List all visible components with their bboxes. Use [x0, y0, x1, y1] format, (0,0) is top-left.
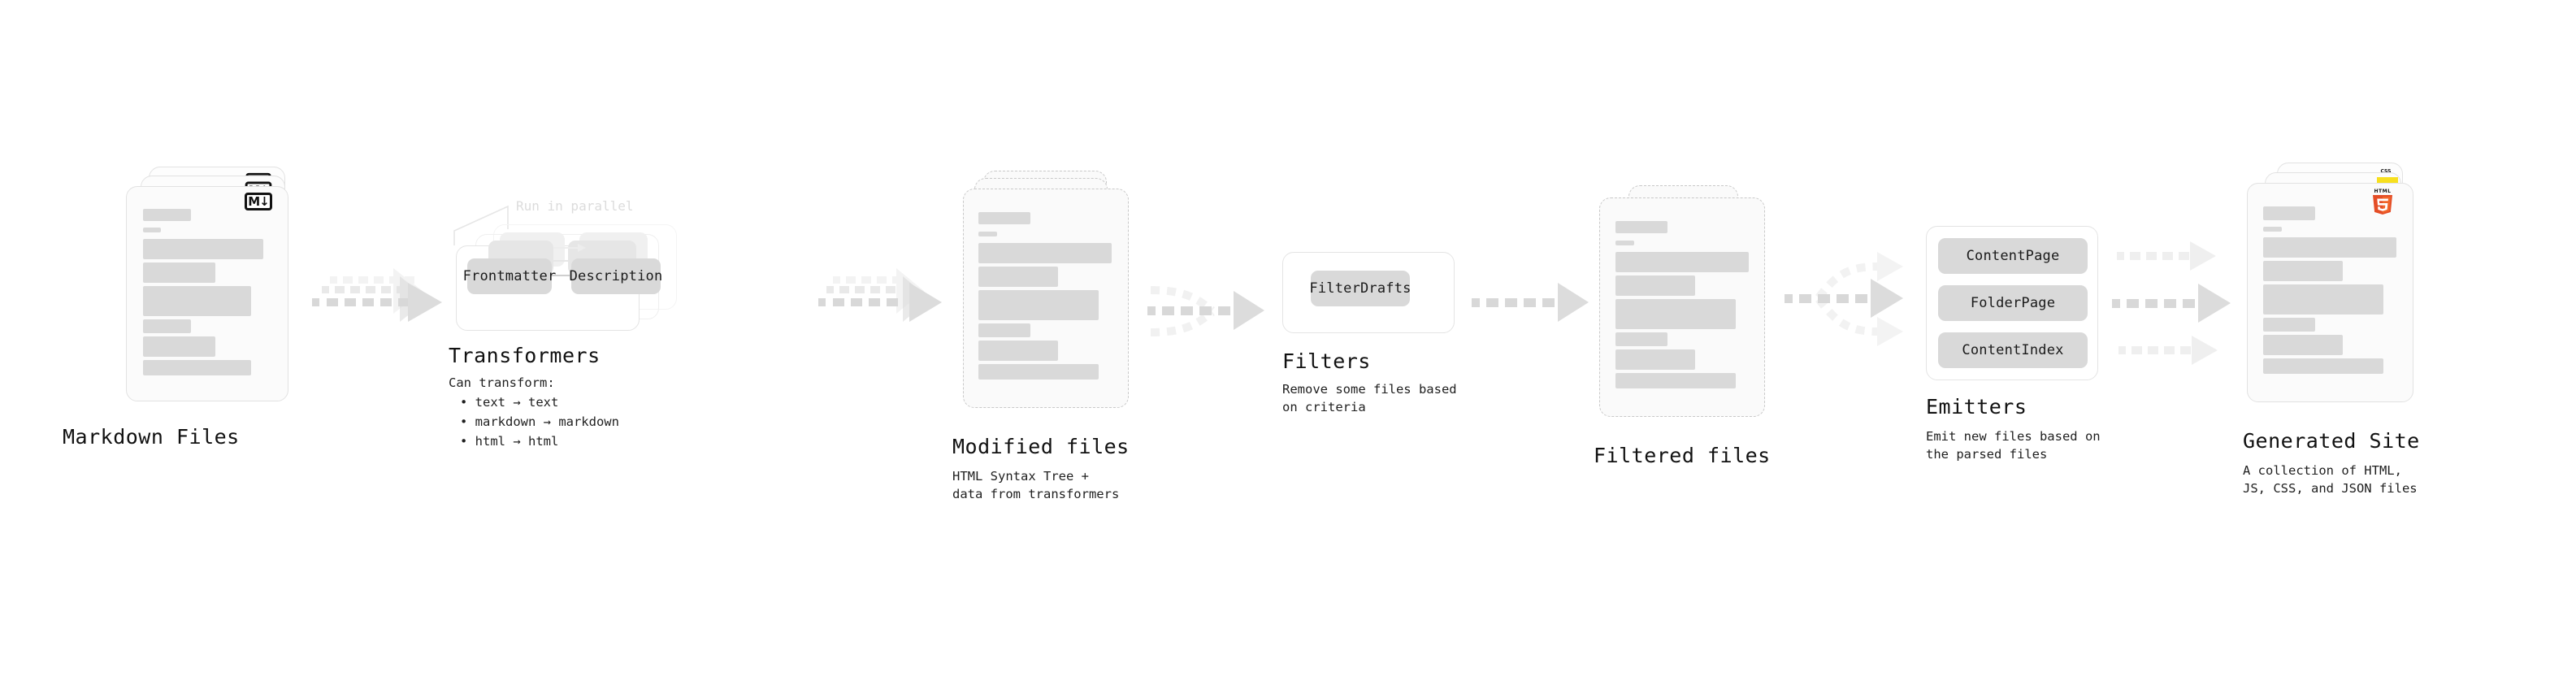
stage-generated-site: CSS HTML Generated Site A collection [2243, 163, 2442, 496]
stage-title-modified-files: Modified files [952, 435, 1130, 458]
doc-bar-line-5 [143, 336, 215, 357]
connector-emitters-to-site [2109, 226, 2263, 380]
doc-bar-title [143, 209, 191, 221]
stage-title-filters: Filters [1282, 349, 1371, 373]
chip-label: ContentPage [1966, 248, 2060, 264]
document-card-front [1599, 197, 1765, 417]
doc-bar-line-4 [978, 323, 1030, 337]
markdown-badge-front: M↓ [245, 193, 272, 210]
generated-site-stack: CSS HTML [2247, 163, 2442, 414]
doc-bar-line-1 [978, 243, 1112, 263]
stage-title-filtered-files: Filtered files [1594, 444, 1771, 467]
stage-filtered-files: Filtered files [1594, 185, 1786, 467]
doc-bar-title [978, 212, 1030, 224]
chip-description[interactable]: Description [569, 258, 663, 294]
chip-label: ContentIndex [1962, 342, 2064, 358]
connector-filtered-to-emitters [1780, 234, 1926, 372]
doc-bar-line-5 [2263, 335, 2343, 355]
filtered-file-stack [1599, 185, 1786, 429]
doc-bar-line-2 [1615, 275, 1695, 296]
doc-bar-line-4 [2263, 318, 2315, 332]
modified-file-stack [963, 171, 1150, 423]
doc-bar-line-6 [2263, 358, 2383, 374]
doc-bar-title [2263, 206, 2315, 220]
run-in-parallel-label: Run in parallel [516, 198, 634, 214]
connector-modified-to-filters [1136, 264, 1282, 370]
svg-text:HTML: HTML [2374, 189, 2392, 194]
doc-bar-line-6 [143, 360, 251, 375]
doc-bar-line-2 [143, 262, 215, 283]
doc-bar-line-6 [1615, 373, 1736, 388]
doc-bar-sub [978, 232, 997, 236]
emitters-group: ContentPage FolderPage ContentIndex [1926, 226, 2098, 380]
doc-bar-line-4 [1615, 332, 1667, 346]
chip-label: Frontmatter [462, 268, 557, 284]
filters-group: FilterDrafts [1282, 252, 1455, 333]
doc-bar-line-5 [978, 340, 1058, 361]
transformers-subtitle: Can transform: [449, 375, 555, 390]
connector-markdown-to-transformers [307, 268, 470, 358]
doc-bar-line-2 [2263, 261, 2343, 281]
modified-files-subtitle: HTML Syntax Tree + data from transformer… [952, 469, 1120, 502]
run-in-parallel-bracket [453, 205, 509, 245]
doc-bar-line-4 [143, 319, 191, 333]
transformers-bullet-2: • markdown → markdown [460, 414, 619, 429]
stage-markdown-files: M↓ M↓ M↓ Markdown Files [63, 167, 313, 449]
emitters-subtitle: Emit new files based on the parsed files [1926, 429, 2101, 462]
doc-bar-title [1615, 221, 1667, 233]
connector-transformers-to-modified [815, 268, 969, 358]
chip-filterdrafts[interactable]: FilterDrafts [1309, 271, 1412, 306]
doc-bar-line-1 [2263, 237, 2396, 258]
stage-title-transformers: Transformers [449, 344, 601, 367]
stage-title-generated-site: Generated Site [2243, 429, 2420, 453]
chip-frontmatter[interactable]: Frontmatter [463, 258, 556, 294]
doc-bar-sub [1615, 241, 1634, 245]
stage-title-emitters: Emitters [1926, 395, 2027, 419]
chip-label: Description [569, 268, 663, 284]
doc-bar-line-2 [978, 267, 1058, 287]
markdown-file-stack: M↓ M↓ M↓ [126, 167, 313, 410]
html5-badge: HTML [2370, 187, 2395, 215]
stage-modified-files: Modified files HTML Syntax Tree + data f… [952, 171, 1150, 501]
chip-contentindex[interactable]: ContentIndex [1938, 332, 2088, 368]
stage-title-markdown-files: Markdown Files [63, 425, 240, 449]
transformers-bullet-3: • html → html [460, 434, 559, 449]
markdown-badge-text: M↓ [248, 193, 269, 209]
doc-bar-line-1 [1615, 252, 1749, 272]
document-card-front [2247, 183, 2413, 402]
doc-bar-sub [143, 228, 161, 232]
chip-contentpage[interactable]: ContentPage [1938, 238, 2088, 274]
chip-label: FilterDrafts [1309, 280, 1412, 297]
connector-filters-to-filtered [1467, 280, 1597, 354]
filters-subtitle: Remove some files based on criteria [1282, 382, 1457, 415]
document-card-front [126, 186, 288, 401]
doc-bar-sub [2263, 227, 2282, 232]
doc-bar-line-6 [978, 364, 1099, 380]
generated-site-subtitle: A collection of HTML, JS, CSS, and JSON … [2243, 463, 2418, 497]
doc-bar-line-3 [978, 290, 1099, 320]
doc-bar-line-3 [1615, 299, 1736, 329]
document-card-front [963, 189, 1129, 408]
transformers-bullet-1: • text → text [460, 395, 559, 410]
doc-bar-line-3 [143, 286, 251, 316]
svg-text:CSS: CSS [2381, 169, 2392, 175]
chip-label: FolderPage [1970, 295, 2056, 311]
doc-bar-line-1 [143, 239, 263, 259]
doc-bar-line-5 [1615, 349, 1695, 370]
doc-bar-line-3 [2263, 284, 2383, 314]
chip-folderpage[interactable]: FolderPage [1938, 285, 2088, 321]
